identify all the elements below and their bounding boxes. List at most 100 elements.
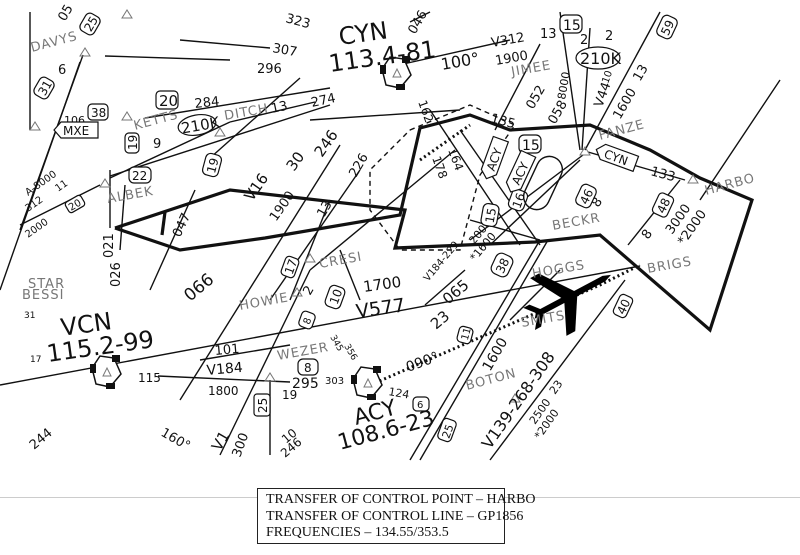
label-v184: V184 [206,360,244,379]
label-v44-13: 13 [630,62,651,84]
shield-cyn: CYN [595,143,640,173]
svg-text:8: 8 [302,316,315,326]
svg-text:31: 31 [35,78,55,98]
fix-cresi: CRESI [318,250,363,272]
label-026: 026 [109,262,124,287]
label-274: 274 [310,91,337,111]
svg-text:48: 48 [654,196,673,216]
label-19: 19 [282,388,297,402]
label-065: 065 [439,276,473,308]
vor-cyn-name: CYN [337,16,389,51]
label-05: 05 [55,2,76,24]
dotted-track-upper [419,123,471,162]
label-100: 100° [439,49,480,74]
fix-star: STAR [28,277,65,292]
fix-ketts: KETTS [132,108,180,134]
legend-transfer-line: TRANSFER OF CONTROL LINE – GP1856 [266,508,524,524]
label-284: 284 [194,94,220,112]
fix-jimee: JIMEE [509,58,552,80]
svg-text:10: 10 [327,287,345,306]
label-brigs-8: 8 [639,227,656,242]
label-066: 066 [180,270,218,306]
legend-box: TRANSFER OF CONTROL POINT – HARBO TRANSF… [257,488,536,544]
label-307: 307 [271,41,298,60]
svg-text:11: 11 [460,326,474,341]
label-v44-10: 10 [600,69,615,85]
label-v312-alt: 1900 [494,48,529,69]
fix-bessi: BESSI [22,288,64,303]
svg-text:15: 15 [563,18,581,34]
label-2000a: 2000 [23,217,50,241]
legend-frequencies: FREQUENCIES – 134.55/353.5 [266,525,449,540]
svg-text:210K: 210K [180,113,222,138]
holding-pattern [522,155,564,211]
label-300: 300 [230,431,253,459]
label-226: 226 [346,151,371,180]
label-295: 295 [292,376,319,392]
svg-text:17: 17 [282,257,300,276]
label-133: 133 [649,164,677,185]
label-17: 17 [30,355,41,365]
svg-text:8: 8 [304,361,312,375]
svg-text:40: 40 [614,297,633,317]
svg-text:15: 15 [483,207,499,224]
sector-spur [160,211,167,236]
svg-text:15: 15 [522,138,540,154]
airspace-chart: CYN 113.4-81 VCN 115.2-99 ACY 108.6-23 D… [0,2,781,461]
label-v16: V16 [241,170,273,204]
svg-text:MXE: MXE [63,124,89,138]
label-9: 9 [153,137,161,152]
label-345: 345 [327,334,344,354]
label-1600: 1600 [610,86,640,122]
label-ditch-13: 13 [270,99,289,117]
dashed-boundary [369,104,517,251]
label-303: 303 [325,376,344,387]
label-115: 115 [138,371,161,385]
label-v312-13: 13 [540,27,557,42]
fix-harbo: HARBO [703,171,757,199]
svg-text:6: 6 [417,400,423,411]
label-052: 052 [523,83,548,112]
label-356: 356 [341,343,358,363]
label-323: 323 [284,11,312,32]
fix-davys: DAVYS [29,29,79,56]
label-296: 296 [257,62,282,77]
label-23a: 23 [427,307,453,333]
label-101: 101 [214,342,240,359]
legend-transfer-point: TRANSFER OF CONTROL POINT – HARBO [266,492,536,507]
label-047: 047 [170,211,194,240]
svg-text:38: 38 [91,106,106,120]
label-090: 090° [404,349,441,376]
label-11: 11 [53,178,70,194]
speed-restriction-ditch: 210K [177,113,222,138]
svg-text:46: 46 [577,187,596,207]
label-046: 046 [405,8,430,37]
label-fanze-2b: 2 [605,29,613,44]
label-v577-alt: 1700 [362,273,402,296]
label-v1: V1 [208,428,233,454]
label-v577: V577 [355,294,407,323]
label-1800: 1800 [208,384,239,398]
svg-text:210K: 210K [580,49,622,68]
shield-acy-1: ACY [480,135,510,180]
speed-restriction-fanze: 210K [575,46,622,70]
label-162: 162 [415,98,436,124]
svg-text:38: 38 [493,256,512,276]
label-2: 2 [300,283,317,298]
fix-beckr: BECKR [551,211,602,234]
svg-text:19: 19 [204,156,221,174]
svg-text:25: 25 [440,423,457,441]
svg-text:19: 19 [126,135,140,150]
label-312: 312 [23,194,45,214]
label-8000: 8000 [555,71,573,101]
svg-text:25: 25 [81,14,101,34]
sector-boundary [114,113,754,333]
label-135: 135 [489,111,517,132]
fix-smits: SMITS [520,308,566,330]
svg-text:59: 59 [658,18,677,38]
fix-brigs: BRIGS [646,254,693,277]
label-fanze-2a: 2 [580,33,588,48]
label-v44: V44 [592,80,615,109]
label-30: 30 [283,148,309,174]
vor-acy-icon [351,366,383,400]
